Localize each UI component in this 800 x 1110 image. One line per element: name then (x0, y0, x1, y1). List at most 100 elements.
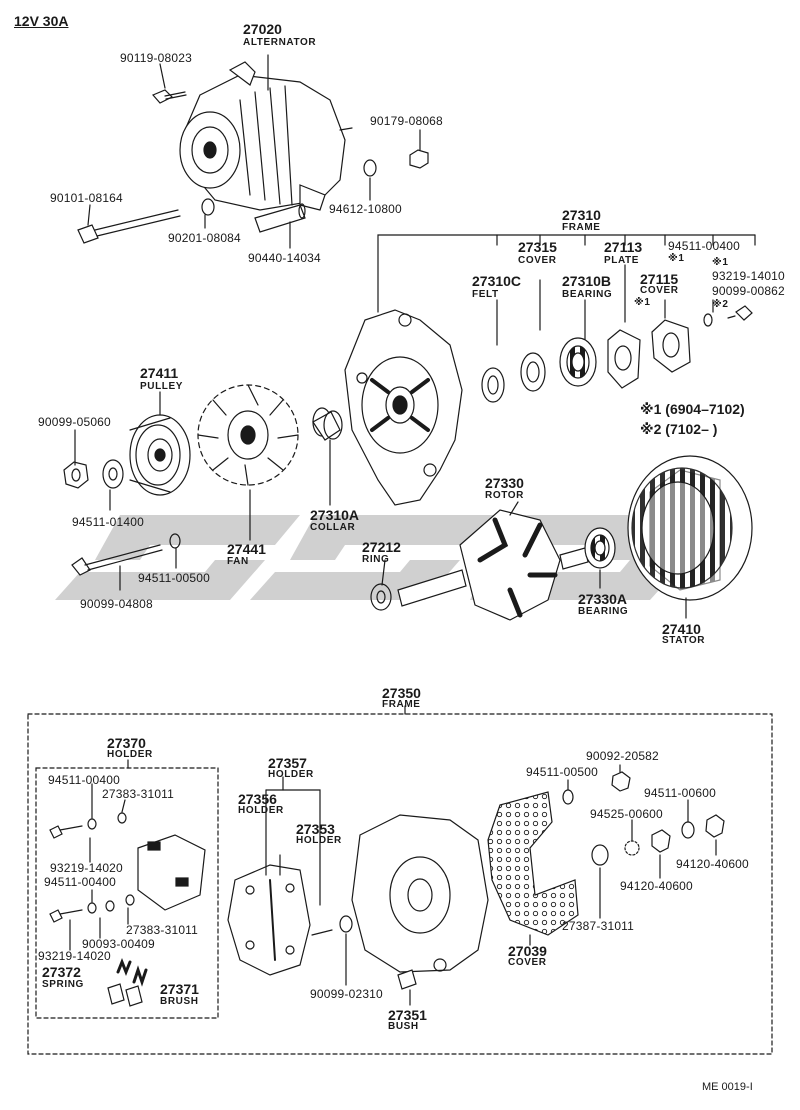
springs-27372 (116, 957, 148, 987)
part-number-nut-e: 94511-00500 (526, 765, 599, 779)
part-number-screw-a: 93219-14010 (712, 269, 785, 283)
part-number-washer-pulley: 94511-01400 (72, 515, 145, 529)
plate-27113 (607, 329, 641, 389)
part-number-cover-b: 27115 (640, 271, 679, 287)
part-name-plate: PLATE (604, 255, 640, 266)
cover-27115 (651, 319, 691, 373)
part-number-bolt-top: 90119-08023 (120, 51, 193, 65)
part-name-alternator: ALTERNATOR (243, 37, 317, 48)
washer-90099-02310 (339, 915, 353, 933)
rear-frame-27350 (351, 814, 489, 973)
alternator-assembly (179, 61, 353, 211)
part-name-holder-d: HOLDER (296, 835, 342, 846)
part-name-holder-c: HOLDER (238, 805, 284, 816)
part-number-holder-b: 27357 (268, 755, 307, 771)
part-number-frame: 27310 (562, 207, 601, 223)
part-number-bush-b: 27387-31011 (562, 919, 635, 933)
part-name-bearing-b: BEARING (578, 606, 629, 617)
part-number-pulley: 27411 (140, 365, 179, 381)
part-number-holder-d: 27353 (296, 821, 335, 837)
part-number-washer-a: 90201-08084 (168, 231, 241, 245)
stator-27410 (627, 455, 753, 601)
part-number-nut-c: 94511-00400 (48, 773, 121, 787)
nut-94511-00500-upper (169, 533, 181, 549)
part-name-cover-b: COVER (640, 285, 679, 296)
part-number-nut-d: 94511-00400 (44, 875, 117, 889)
part-number-nut-f: 90092-20582 (586, 749, 659, 763)
washer-94511-01400 (102, 459, 124, 489)
part-name-bush: BUSH (388, 1021, 419, 1032)
bearing-27310b (559, 337, 597, 387)
part-name-stator: STATOR (662, 635, 706, 646)
part-number-cover: 27039 (508, 943, 547, 959)
lower-frame-group-border (27, 713, 773, 1055)
ring-27212 (370, 583, 392, 611)
part-name-spring: SPRING (42, 979, 84, 990)
rotor-27330 (397, 509, 589, 621)
part-name-pulley: PULLEY (140, 381, 184, 392)
holder-screws (49, 812, 135, 923)
part-name-lower-frame: FRAME (382, 699, 421, 710)
part-number-nut-a: 94511-00400 (668, 239, 741, 253)
bush-27351 (397, 969, 417, 990)
part-number-screw-d: 93219-14020 (50, 861, 123, 875)
part-number-holder-c: 27356 (238, 791, 277, 807)
part-number-bearing-a: 27310B (562, 273, 612, 289)
nut-90179-08068 (409, 149, 429, 169)
part-number-brush: 27371 (160, 981, 199, 997)
front-frame-27310 (344, 309, 463, 506)
part-number-nut-i: 94120-40600 (620, 879, 693, 893)
part-number-cover-a: 27315 (518, 239, 557, 255)
part-number-sleeve: 90440-14034 (248, 251, 321, 265)
part-name-rotor: ROTOR (485, 490, 524, 501)
part-number-screw-b: 90099-00862 (712, 284, 785, 298)
spec-title: 12V 30A (14, 13, 69, 29)
part-number-lower-frame: 27350 (382, 685, 421, 701)
part-number-washer-d: 90099-02310 (310, 987, 383, 1001)
part-number-holder-a: 27370 (107, 735, 146, 751)
leader-lines-lower (69, 764, 717, 1006)
collar-27310a (312, 407, 343, 441)
holder-group-border (35, 767, 219, 1019)
bolt-90119-08023 (151, 89, 187, 104)
frame-callout-lines (377, 234, 756, 346)
part-number-washer-e: 94525-00600 (590, 807, 663, 821)
screw-a-mark: ※1 (712, 257, 729, 268)
bolt-90101-08164 (77, 209, 181, 244)
nut-94511-00400-upper (703, 313, 713, 327)
part-name-cover-a: COVER (518, 255, 557, 266)
part-number-nut-g: 94511-00600 (644, 786, 717, 800)
part-number-nut-top: 90179-08068 (370, 114, 443, 128)
felt-27310c (481, 367, 505, 403)
cover-27039 (487, 791, 579, 936)
part-name-fan: FAN (227, 556, 249, 567)
part-number-screw-e: 27383-31011 (126, 923, 199, 937)
part-name-ring: RING (362, 554, 390, 565)
washer-94612-10800 (363, 159, 377, 177)
part-number-nut-b: 94511-00500 (138, 571, 211, 585)
bearing-27330a (584, 527, 616, 569)
part-number-ring: 27212 (362, 539, 401, 555)
part-number-spring: 27372 (42, 964, 81, 980)
bush-27387-31011 (591, 844, 609, 866)
nut-a-mark: ※1 (668, 253, 685, 264)
cover-b-mark: ※1 (634, 297, 651, 308)
screw-b-mark: ※2 (712, 299, 729, 310)
part-number-nut-h: 94120-40600 (676, 857, 749, 871)
part-number-fan: 27441 (227, 541, 266, 557)
part-number-felt: 27310C (472, 273, 522, 289)
pulley-27411 (129, 414, 191, 496)
thru-bolt-90099-04808 (71, 544, 163, 576)
part-name-brush: BRUSH (160, 996, 199, 1007)
leader-lines-upper (74, 54, 687, 619)
part-name-bearing-a: BEARING (562, 289, 613, 300)
part-number-nut-pulley: 90099-05060 (38, 415, 111, 429)
part-number-bearing-b: 27330A (578, 591, 628, 607)
holder-27370 (137, 834, 206, 911)
fan-27441 (197, 384, 299, 486)
brushes-27371 (107, 983, 143, 1007)
part-name-felt: FELT (472, 289, 499, 300)
part-number-screw-f: 93219-14020 (38, 949, 111, 963)
